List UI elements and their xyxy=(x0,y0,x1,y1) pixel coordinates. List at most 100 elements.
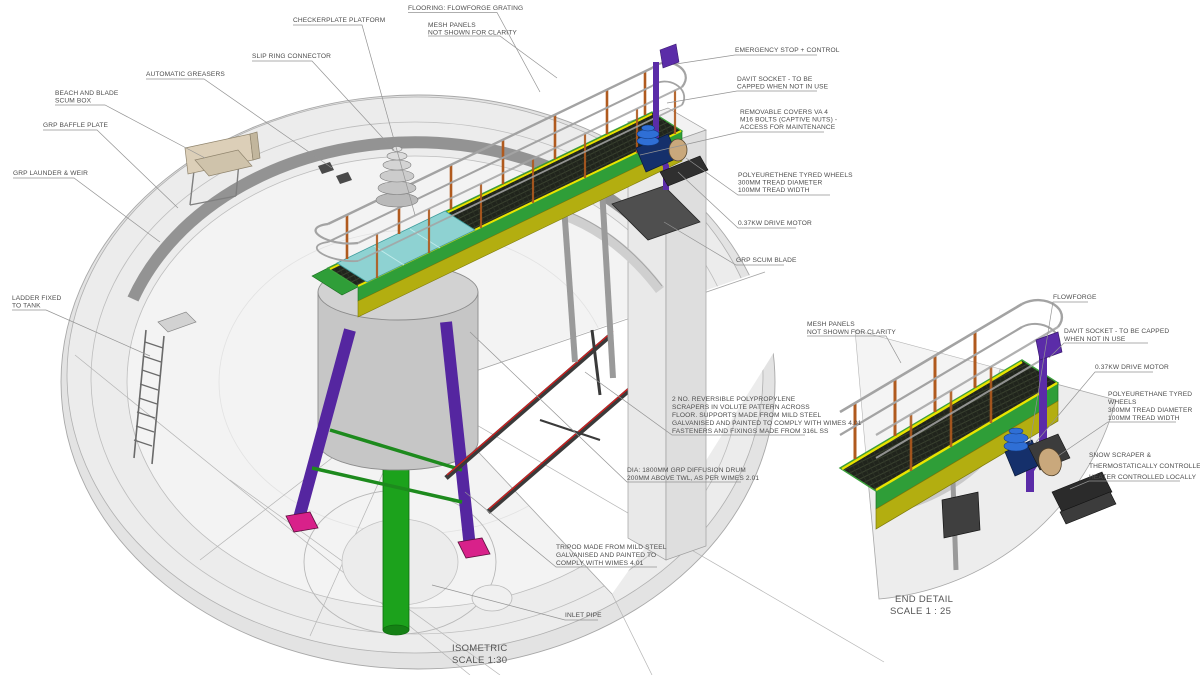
drive-motor-wheel xyxy=(635,124,709,187)
callout-text: MESH PANELS xyxy=(428,22,476,29)
callout-text: DIA: 1800MM GRP DIFFUSION DRUM xyxy=(627,467,746,474)
snow-scraper-track xyxy=(1051,471,1113,513)
callout-text: FASTENERS AND FIXINGS MADE FROM 316L SS xyxy=(672,428,829,435)
callout-text: SCRAPERS IN VOLUTE PATTERN ACROSS xyxy=(672,404,810,411)
handrail-stanchions xyxy=(345,71,647,259)
callout-text: AUTOMATIC GREASERS xyxy=(146,71,225,78)
callout-text: POLYEURETHANE TYRED xyxy=(1108,391,1192,398)
callout-text: DAVIT SOCKET - TO BE CAPPED xyxy=(1064,328,1169,335)
callout-text: SCUM BOX xyxy=(55,98,92,105)
view-title: END DETAIL xyxy=(895,594,953,605)
callout-text: M16 BOLTS (CAPTIVE NUTS) - xyxy=(740,117,837,124)
grp-scum-blade xyxy=(611,185,701,241)
scum-box xyxy=(184,131,261,206)
callout-diffusion-drum: DIA: 1800MM GRP DIFFUSION DRUM 200MM ABO… xyxy=(469,331,759,483)
callout-davit-socket: DAVIT SOCKET - TO BE CAPPED WHEN NOT IN … xyxy=(666,76,829,104)
callout-text: 2 NO. REVERSIBLE POLYPROPYLENE xyxy=(672,396,796,403)
callout-text: EMERGENCY STOP + CONTROL xyxy=(735,47,840,54)
callout-slip-ring-connector: SLIP RING CONNECTOR xyxy=(252,53,395,151)
callout-grp-scum-blade: GRP SCUM BLADE xyxy=(663,221,797,266)
end-detail-caption: END DETAIL SCALE 1 : 25 xyxy=(890,594,953,617)
callout-text: LADDER FIXED xyxy=(12,295,62,302)
emergency-stop-bracket xyxy=(659,43,680,69)
callout-text: 0.37KW DRIVE MOTOR xyxy=(1095,364,1169,371)
callout-text: FLOWFORGE xyxy=(1053,294,1097,301)
callout-flowforge: FLOWFORGE xyxy=(1029,294,1097,444)
callout-automatic-greasers: AUTOMATIC GREASERS xyxy=(146,71,333,169)
callout-grp-launder-weir: GRP LAUNDER & WEIR xyxy=(13,170,161,243)
tripod-baseplate xyxy=(285,511,319,533)
callout-text: GRP SCUM BLADE xyxy=(736,257,797,264)
callout-beach-blade-scum-box: BEACH AND BLADE SCUM BOX xyxy=(55,90,206,159)
view-scale: SCALE 1:30 xyxy=(452,655,507,666)
floor-scrapers xyxy=(444,329,652,514)
callout-text: POLYEURETHENE TYRED WHEELS xyxy=(738,172,853,179)
callout-text: THERMOSTATICALLY CONTROLLED TRACK xyxy=(1089,463,1200,470)
callout-text: WHEELS xyxy=(1108,399,1137,406)
callout-text: GRP BAFFLE PLATE xyxy=(43,122,109,129)
callout-text: 0.37KW DRIVE MOTOR xyxy=(738,220,812,227)
callout-text: MESH PANELS xyxy=(807,321,855,328)
callout-text: COMPLY WITH WIMES 4.01 xyxy=(556,560,644,567)
callout-mesh-panels: MESH PANELS NOT SHOWN FOR CLARITY xyxy=(428,22,558,79)
callout-text: CAPPED WHEN NOT IN USE xyxy=(737,84,829,91)
callout-text: GRP LAUNDER & WEIR xyxy=(13,170,88,177)
callout-inlet-pipe: INLET PIPE xyxy=(431,584,602,621)
callout-text: FLOORING: FLOWFORGE GRATING xyxy=(408,5,523,12)
detail-motor-wheels xyxy=(1003,427,1117,525)
callout-text: WHEN NOT IN USE xyxy=(1064,336,1126,343)
callout-text: BEACH AND BLADE xyxy=(55,90,119,97)
callout-text: HEATER CONTROLLED LOCALLY xyxy=(1089,474,1197,481)
callout-grp-baffle-plate: GRP BAFFLE PLATE xyxy=(43,122,179,209)
bridge-fascia-olive xyxy=(357,144,683,318)
tripod-baseplate xyxy=(457,537,491,559)
view-scale: SCALE 1 : 25 xyxy=(890,606,951,617)
callout-text: NOT SHOWN FOR CLARITY xyxy=(428,30,517,37)
callout-text: SLIP RING CONNECTOR xyxy=(252,53,331,60)
half-bridge xyxy=(311,43,709,318)
callout-text: 200MM ABOVE TWL, AS PER WIMES 2.01 xyxy=(627,475,759,482)
callout-text: 100MM TREAD WIDTH xyxy=(738,187,810,194)
callout-snow-scraper: SNOW SCRAPER & THERMOSTATICALLY CONTROLL… xyxy=(1069,452,1200,490)
detail-bridge-end xyxy=(838,298,1117,530)
callout-tripod-note: TRIPOD MADE FROM MILD STEEL GALVANISED A… xyxy=(464,491,667,568)
access-ladder xyxy=(133,311,197,465)
isometric-caption: ISOMETRIC SCALE 1:30 xyxy=(452,643,507,666)
callout-text: ACCESS FOR MAINTENANCE xyxy=(740,124,836,131)
callout-emergency-stop: EMERGENCY STOP + CONTROL xyxy=(675,47,840,65)
callout-text: DAVIT SOCKET - TO BE xyxy=(737,76,813,83)
detail-stanchions xyxy=(853,332,977,459)
callout-text: GALVANISED AND PAINTED TO COMPLY WITH WI… xyxy=(672,420,862,427)
callout-detail-mesh-panels: MESH PANELS NOT SHOWN FOR CLARITY xyxy=(807,321,902,364)
tripod-braces xyxy=(311,428,463,504)
callout-text: 100MM TREAD WIDTH xyxy=(1108,415,1180,422)
callout-checkerplate-platform: CHECKERPLATE PLATFORM xyxy=(293,17,416,216)
end-detail-view: END DETAIL SCALE 1 : 25 xyxy=(838,298,1117,617)
callout-text: NOT SHOWN FOR CLARITY xyxy=(807,329,896,336)
callout-text: GALVANISED AND PAINTED TO xyxy=(556,552,656,559)
callout-scrapers-note: 2 NO. REVERSIBLE POLYPROPYLENE SCRAPERS … xyxy=(584,371,862,436)
isometric-view: ISOMETRIC SCALE 1:30 xyxy=(60,43,885,675)
automatic-greaser xyxy=(318,162,334,174)
callout-removable-covers: REMOVABLE COVERS VA 4 M16 BOLTS (CAPTIVE… xyxy=(639,109,837,156)
tripod xyxy=(292,321,476,549)
automatic-greaser xyxy=(336,172,352,184)
callout-ladder-fixed-to-tank: LADDER FIXED TO TANK xyxy=(12,295,151,357)
callout-text: FLOOR. SUPPORTS MADE FROM MILD STEEL xyxy=(672,412,821,419)
callout-text: REMOVABLE COVERS VA 4 xyxy=(740,109,828,116)
callout-text: TRIPOD MADE FROM MILD STEEL xyxy=(556,544,667,551)
callout-text: SNOW SCRAPER & xyxy=(1089,452,1152,459)
view-title: ISOMETRIC xyxy=(452,643,507,654)
callouts-detail: FLOWFORGE MESH PANELS NOT SHOWN FOR CLAR… xyxy=(807,294,1200,490)
callouts-main: CHECKERPLATE PLATFORM FLOORING: FLOWFORG… xyxy=(12,5,862,621)
callout-text: CHECKERPLATE PLATFORM xyxy=(293,17,385,24)
callout-detail-polyurethane-wheels: POLYEURETHANE TYRED WHEELS 300MM TREAD D… xyxy=(1057,391,1192,457)
detail-panel-plate xyxy=(941,491,981,539)
launder-water xyxy=(336,210,476,283)
callout-polyurethane-wheels: POLYEURETHENE TYRED WHEELS 300MM TREAD D… xyxy=(685,157,853,196)
callout-detail-drive-motor: 0.37KW DRIVE MOTOR xyxy=(1035,364,1169,443)
callout-text: INLET PIPE xyxy=(565,612,602,619)
callout-text: TO TANK xyxy=(12,303,41,310)
callout-drive-motor: 0.37KW DRIVE MOTOR xyxy=(677,171,812,229)
